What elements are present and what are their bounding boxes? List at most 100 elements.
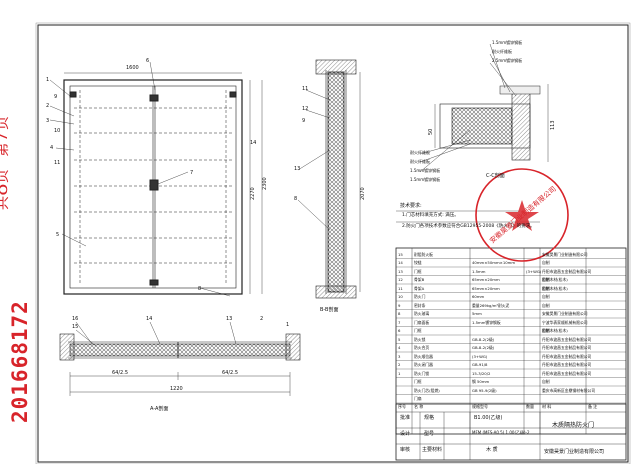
bom-cell-name: 耐阻防火板: [414, 251, 433, 257]
tech-title: 技术要求:: [400, 203, 422, 209]
bom-cell-name: 门框: [414, 328, 422, 333]
bom-cell-name: 防火合页: [414, 345, 430, 350]
bom-table: [395, 247, 627, 435]
section-a-callout: 15: [72, 324, 79, 330]
section-a: [59, 321, 301, 396]
bom-cell-material: 阻燃木材(松木): [542, 328, 568, 333]
section-b-callout: 13: [294, 166, 301, 172]
section-b-callout: 8: [294, 196, 298, 202]
bom-cell-name: 铰链: [414, 260, 422, 265]
tb-material-label: 主要材料: [422, 447, 443, 453]
front-width-dim: 1600: [126, 65, 139, 71]
bom-cell-no: 13: [398, 268, 403, 274]
tech-item-2: 2.防火门各项技术参数应符合GB12955-2008《防火门》的要求。: [402, 224, 535, 229]
bom-cell-spec: 1.5mm: [472, 268, 486, 274]
svg-text:2070: 2070: [360, 187, 366, 200]
front-view-callout: 9: [54, 94, 58, 100]
bom-cell-spec: 15-3/20/2: [472, 370, 491, 376]
bom-cell-maker: 丹阳市波昌五金制品有限公司: [542, 353, 592, 359]
bom-cell-no: 8: [398, 311, 401, 316]
sheet-border: [37, 24, 629, 463]
section-b-label: B-B剖面: [320, 307, 339, 313]
bom-cell-no: 7: [398, 319, 401, 325]
bom-cell-maker: 自制: [542, 379, 550, 384]
front-view-callout: 7: [190, 170, 194, 176]
section-b: [297, 59, 361, 299]
bom-cell-spec: GB-8-2(2级): [472, 336, 495, 342]
tb-spec-value: B1.00(乙级): [474, 415, 503, 421]
front-view-callout: 1: [46, 77, 50, 83]
bom-header-spec: 规格型号: [472, 404, 488, 409]
bom-cell-maker: 丹阳市波昌五金制品有限公司: [542, 362, 592, 367]
bom-cell-maker: 丹阳市波昌五金制品有限公司: [542, 336, 592, 342]
section-a-label: A-A剖面: [150, 406, 169, 412]
bom-cell-no: 11: [398, 285, 403, 291]
bom-cell-no: 9: [398, 302, 401, 308]
section-c-layer-label: 1.5mm镀锌钢板: [410, 168, 441, 173]
section-b-callout: 9: [302, 118, 306, 124]
front-view-callout: 4: [50, 145, 54, 151]
bom-cell-maker: 自制: [542, 285, 550, 291]
bom-cell-maker: 丹阳市波昌五金制品有限公司: [542, 370, 592, 376]
bom-cell-spec: 1.5mm镀锌钢板: [472, 319, 501, 325]
bom-cell-maker: 自制: [542, 328, 550, 333]
bom-cell-name: 骨架A: [414, 285, 425, 291]
section-c-layer-label: 1.5mm镀锌钢板: [410, 177, 441, 182]
bom-cell-name: 门扇面板: [414, 319, 430, 325]
front-view-callout: 5: [56, 232, 60, 238]
section-a-callout: 2: [260, 316, 264, 322]
section-b-labels: 2070: [360, 187, 366, 200]
section-c-layer-label: 1.5mm镀锌钢板: [492, 40, 523, 45]
tb-approve: 批准: [400, 415, 411, 421]
bom-cell-spec: 60mm: [472, 294, 485, 299]
bom-cell-no: 4: [398, 345, 401, 350]
bom-cell-name: 防火门锁: [414, 370, 430, 376]
section-b-callout: 12: [302, 106, 309, 112]
bom-cell-maker: 丹阳市波昌五金制品有限公司: [542, 345, 592, 350]
section-c-layer-label: 耐火纤维板: [410, 150, 430, 155]
bom-cell-no: 3: [398, 353, 401, 359]
front-view: [49, 61, 263, 297]
bom-cell-name: 门扇: [414, 396, 422, 401]
bom-cell-no: 15: [398, 251, 403, 257]
company-seal: [475, 168, 569, 262]
section-a-callout: 16: [72, 316, 79, 322]
bom-cell-maker: 自制: [542, 260, 550, 265]
title-block: [395, 403, 627, 461]
svg-text:50: 50: [428, 129, 434, 135]
bom-cell-spec: 钢 50mm: [472, 379, 490, 384]
bom-cell-maker: 丹阳市波昌五金制品有限公司: [542, 268, 592, 274]
bom-cell-spec: 65mm×20mm: [472, 277, 500, 282]
tech-item-1: 1.门芯材料填充方式: 满压。: [402, 213, 459, 218]
bom-header-name: 名 称: [414, 404, 424, 409]
front-view-callout: 2: [46, 103, 50, 109]
bom-cell-material: 阻燃木材(松木): [542, 277, 568, 282]
bom-cell-name: 密封条: [414, 302, 426, 308]
tb-material-value: 木 质: [486, 447, 498, 453]
front-view-callout: 11: [54, 160, 61, 166]
tb-design: 设计: [400, 431, 411, 437]
tb-product: 木质隔热防火门: [552, 422, 595, 429]
front-view-callout: 6: [146, 58, 150, 64]
bom-cell-name: 防火闭门器: [414, 362, 433, 367]
bom-header-material: 材 料: [542, 404, 552, 409]
section-a-callout: 14: [146, 316, 153, 322]
section-a-callout: 1: [286, 322, 290, 328]
svg-text:2270: 2270: [250, 187, 256, 200]
front-view-callout: 8: [198, 286, 202, 292]
section-a-callout: 13: [226, 316, 233, 322]
front-view-callout: 10: [54, 128, 61, 134]
bom-cell-name: 门框: [414, 379, 422, 384]
tb-model-value: MFM (MFS-A0.5) 1.00(乙级)-2: [472, 430, 530, 435]
tb-spec-label: 规格: [424, 415, 435, 421]
bom-cell-spec: 65mm×20mm: [472, 285, 500, 291]
section-c-layer-label: 2.5mm镀锌钢板: [492, 58, 523, 63]
bom-cell-no: 10: [398, 294, 403, 299]
section-a-width-dim: 1220: [170, 386, 183, 392]
bom-cell-no: 12: [398, 277, 403, 282]
bom-header-qty: 数量: [526, 404, 534, 409]
bom-cell-name: 防火门: [414, 294, 426, 299]
section-a-left-dim: 64/2.5: [112, 370, 128, 376]
svg-text:113: 113: [550, 120, 556, 130]
